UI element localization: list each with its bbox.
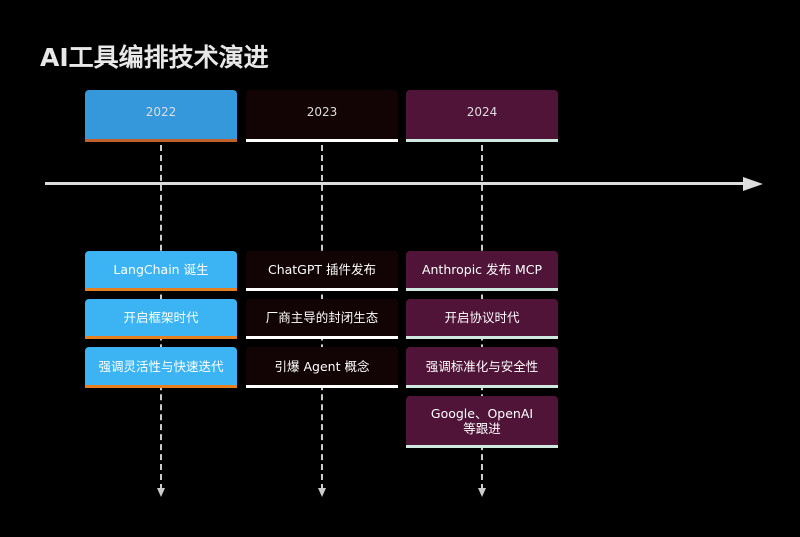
milestone-card: 强调标准化与安全性	[406, 347, 558, 388]
milestone-card: Anthropic 发布 MCP	[406, 251, 558, 291]
milestone-card: 厂商主导的封闭生态	[246, 299, 398, 339]
arrow-down-icon	[157, 488, 165, 497]
arrow-down-icon	[478, 488, 486, 497]
timeline-axis	[45, 182, 745, 185]
milestone-card: LangChain 诞生	[85, 251, 237, 291]
milestone-card: 强调灵活性与快速迭代	[85, 347, 237, 388]
page-title: AI工具编排技术演进	[40, 43, 269, 72]
milestone-card: Google、OpenAI 等跟进	[406, 396, 558, 448]
milestone-card: ChatGPT 插件发布	[246, 251, 398, 291]
milestone-card: 开启协议时代	[406, 299, 558, 339]
year-header-2022: 2022	[85, 90, 237, 142]
arrow-down-icon	[318, 488, 326, 497]
milestone-card: 开启框架时代	[85, 299, 237, 339]
year-header-2023: 2023	[246, 90, 398, 142]
arrow-right-icon	[743, 177, 763, 191]
year-header-2024: 2024	[406, 90, 558, 142]
milestone-card: 引爆 Agent 概念	[246, 347, 398, 388]
